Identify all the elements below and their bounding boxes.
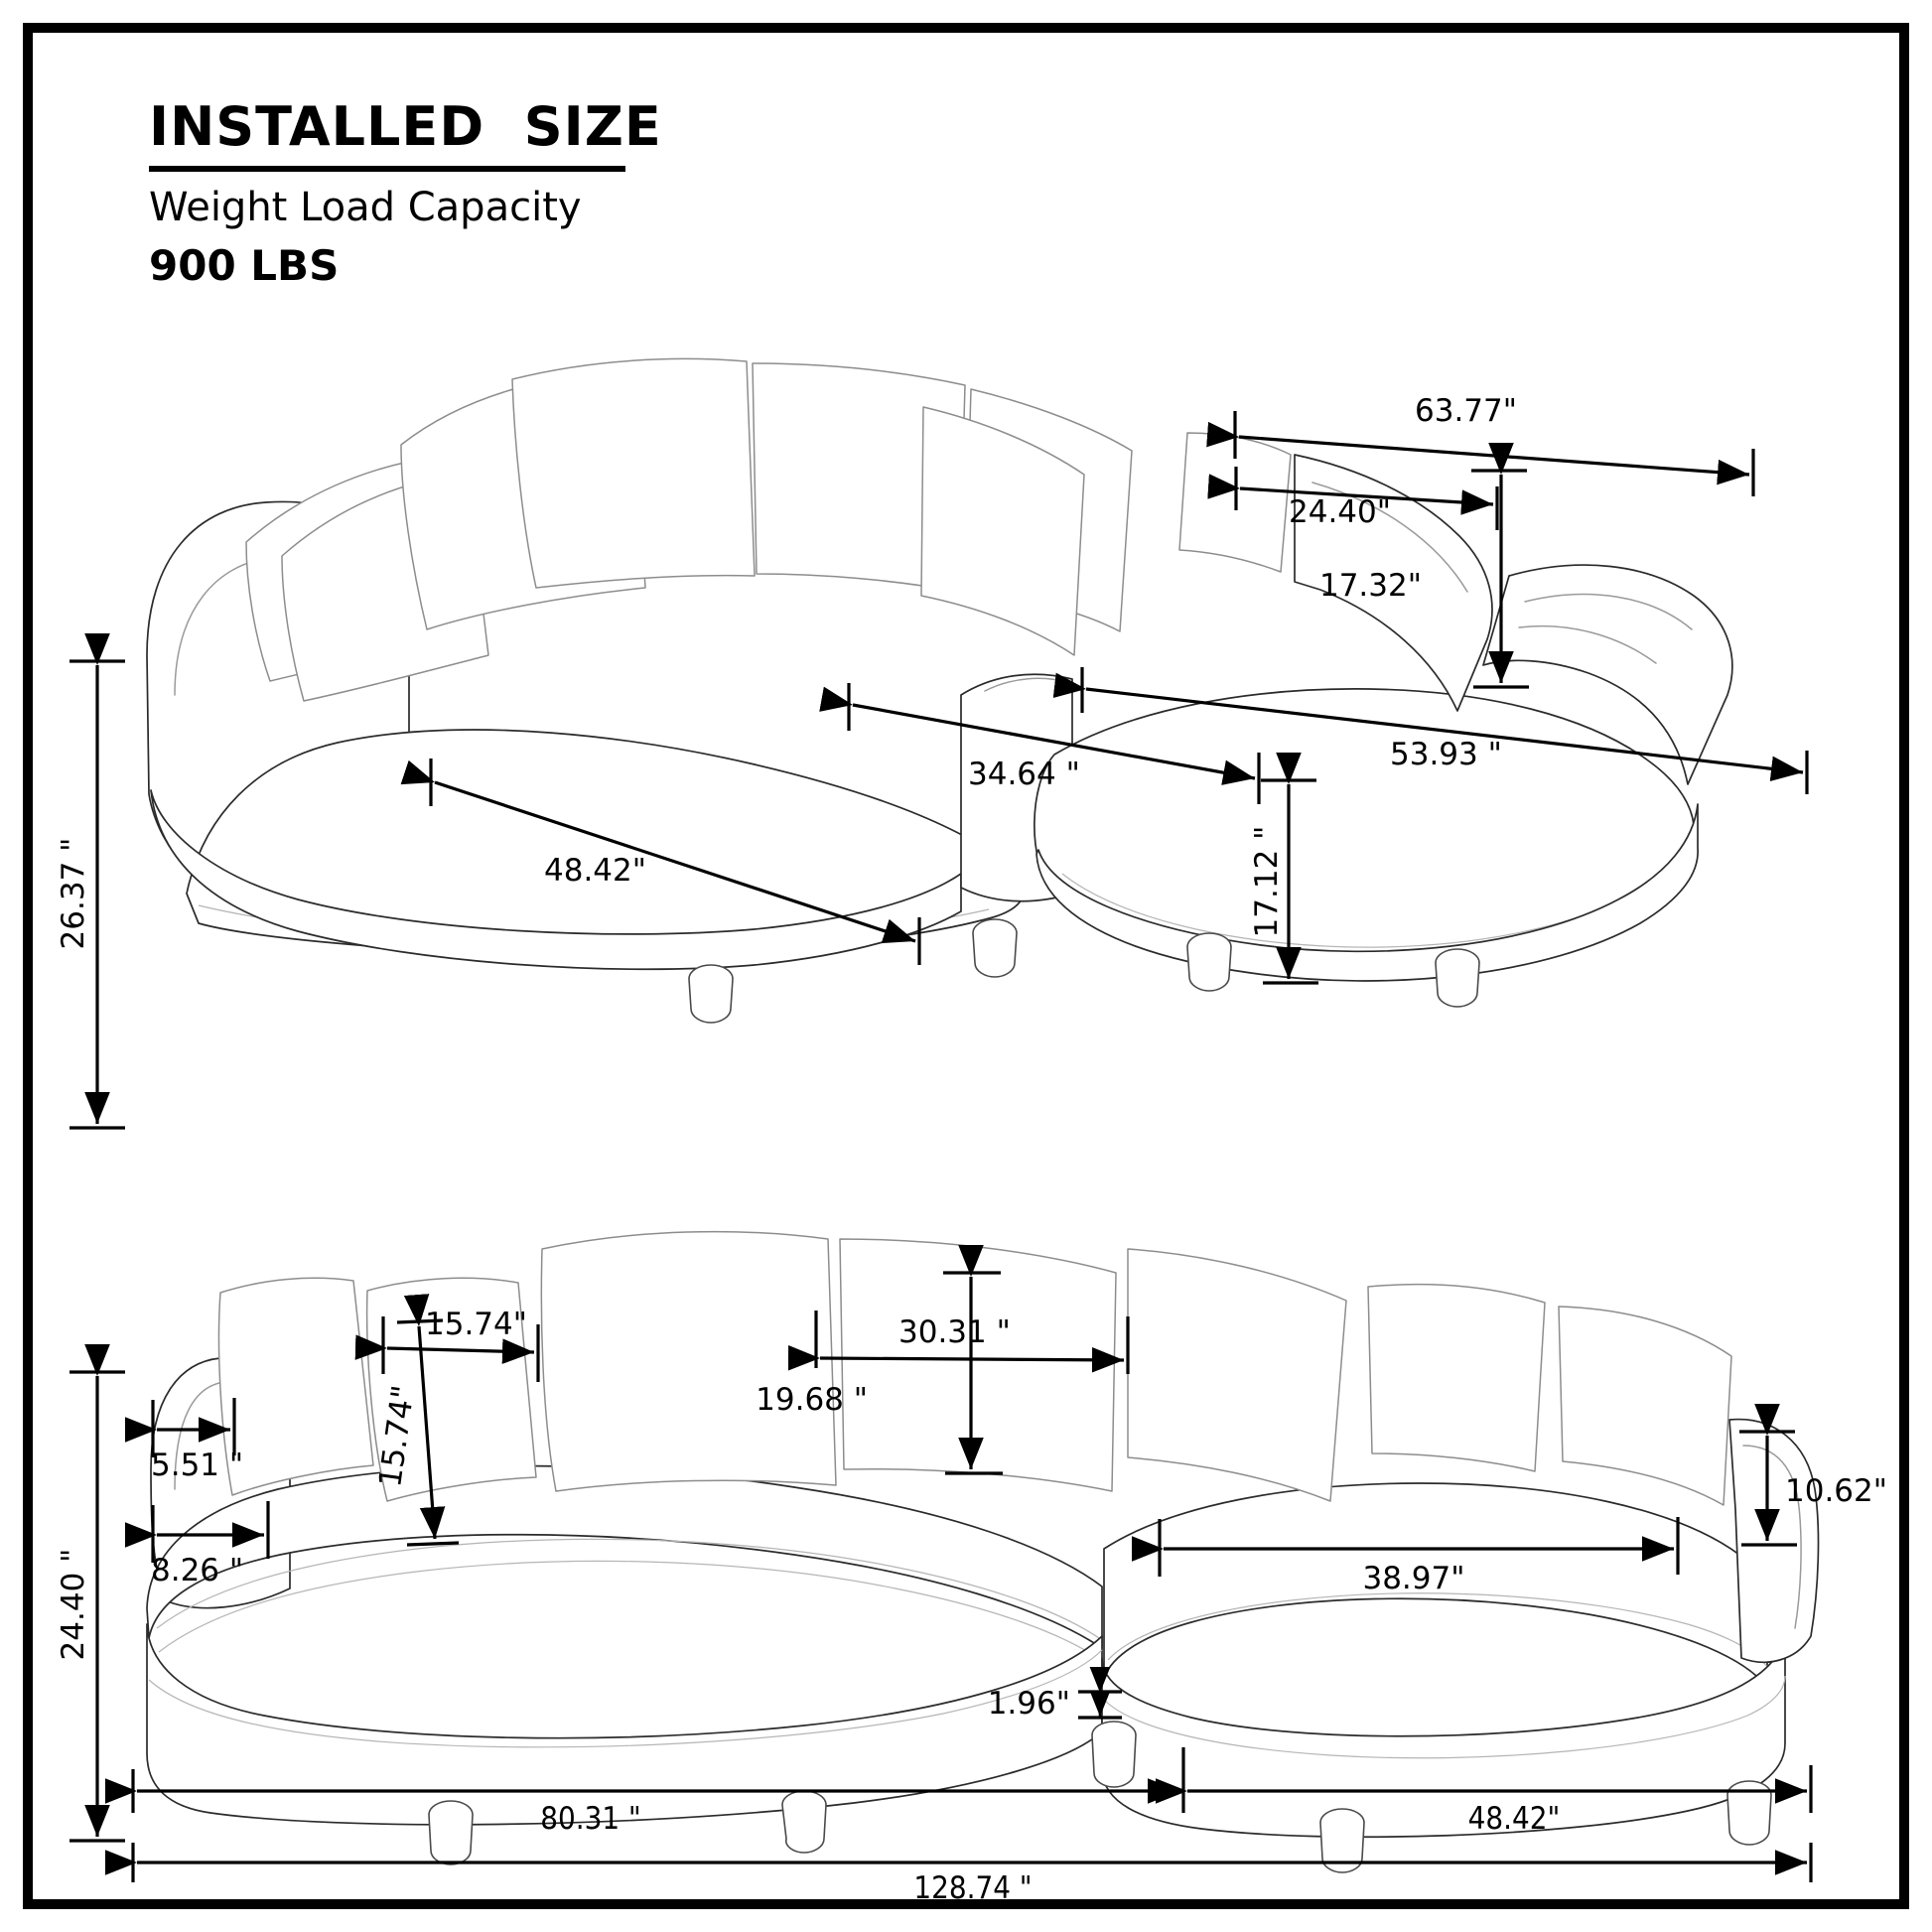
dimension-26-37-label: 26.37 " <box>56 838 91 950</box>
dimension-24-40-bottom: 24.40 " <box>56 1344 125 1843</box>
dimension-5-51: 5.51 " <box>125 1398 243 1483</box>
dimension-63-77: 63.77" <box>1206 393 1755 496</box>
dimension-17-32-label: 17.32" <box>1319 568 1422 604</box>
dimension-63-77-label: 63.77" <box>1415 393 1517 429</box>
dimension-17-12: 17.12 " <box>1249 753 1318 985</box>
dimension-38-97: 38.97" <box>1132 1517 1680 1596</box>
page-title: INSTALLED SIZE <box>149 95 662 158</box>
dimension-53-93-label: 53.93 " <box>1390 737 1502 772</box>
dimension-38-97-label: 38.97" <box>1362 1561 1464 1596</box>
dimension-10-62: 10.62" <box>1739 1404 1887 1547</box>
dimension-5-51-label: 5.51 " <box>151 1448 243 1483</box>
dimension-24-40-top-label: 24.40" <box>1289 494 1391 530</box>
weight-capacity-value: 900 LBS <box>149 240 340 290</box>
dimension-30-31: 30.31 " <box>787 1311 1130 1374</box>
dimension-8-26: 8.26 " <box>125 1501 270 1588</box>
dimension-53-93: 53.93 " <box>1052 667 1809 794</box>
dimension-17-12-label: 17.12 " <box>1249 826 1285 938</box>
dimension-48-42-bottom-label: 48.42" <box>1468 1801 1561 1837</box>
dimension-1-96-label: 1.96" <box>988 1686 1070 1722</box>
dimension-34-64: 34.64 " <box>819 683 1261 804</box>
dimension-128-74-label: 128.74 " <box>913 1870 1032 1906</box>
dimension-48-42-top-label: 48.42" <box>544 853 646 889</box>
title-underline <box>149 165 625 172</box>
header-block: INSTALLED SIZE Weight Load Capacity 900 … <box>149 95 943 290</box>
dimension-48-42-top: 48.42" <box>400 759 921 965</box>
dimension-chain-segments: 80.31 " 48.42" <box>105 1747 1813 1837</box>
dimension-24-40-top: 24.40" <box>1207 467 1499 530</box>
dimension-15-74-horizontal-label: 15.74" <box>425 1307 527 1342</box>
dimension-10-62-label: 10.62" <box>1785 1473 1887 1509</box>
dimension-19-68-label: 19.68 " <box>756 1382 868 1418</box>
dimension-30-31-label: 30.31 " <box>898 1314 1011 1350</box>
dimension-128-74: 128.74 " <box>105 1843 1813 1906</box>
dimension-19-68: 19.68 " <box>756 1245 1003 1475</box>
dimension-26-37: 26.37 " <box>56 633 125 1130</box>
dimension-8-26-label: 8.26 " <box>151 1553 243 1588</box>
dimension-34-64-label: 34.64 " <box>968 757 1080 792</box>
dimension-1-96: 1.96" <box>988 1667 1122 1722</box>
dimension-24-40-bottom-label: 24.40 " <box>56 1549 91 1661</box>
subtitle-weight-load-capacity: Weight Load Capacity <box>149 184 582 230</box>
dimension-80-31-label: 80.31 " <box>540 1801 641 1837</box>
